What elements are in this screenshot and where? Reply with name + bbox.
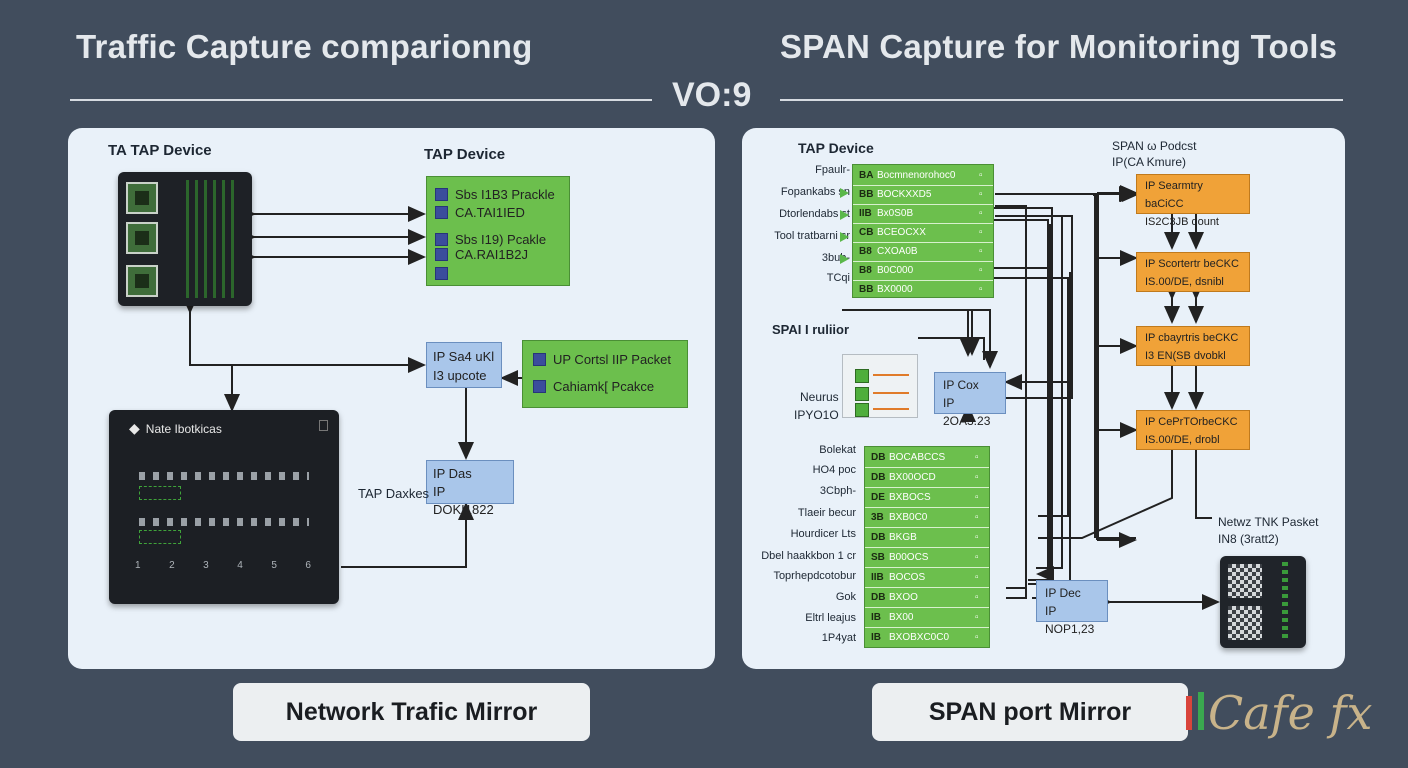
tap-port-2 (126, 222, 158, 254)
packet-line-1: Sbs I1B3 Prackle (435, 187, 555, 202)
arrow-icon (840, 254, 849, 264)
arrow-icon (840, 232, 849, 242)
signal-line (873, 408, 909, 410)
port-block-icon (1228, 564, 1262, 598)
version-tag: VO:9 (672, 76, 752, 114)
packet-box-mid: UP Cortsl IIP Packet Cahiamk[ Pcakce (522, 340, 688, 408)
status-led-icon (319, 420, 328, 431)
cafefx-logo: Cafe fx (1208, 686, 1373, 740)
switch-port-row-2 (139, 518, 309, 526)
packet-marker (435, 188, 448, 201)
span-mirror-device (842, 354, 918, 418)
packet-marker (533, 353, 546, 366)
port-icon (855, 403, 869, 417)
packet-mid-line-2: Cahiamk[ Pcakce (533, 379, 654, 394)
network-tap-switch (1220, 556, 1306, 648)
span-mirror-label: SPAI I ruliior (772, 322, 850, 337)
right-tap-device-label: TAP Device (798, 140, 874, 156)
led-strip (1282, 562, 1288, 642)
ip-update-box: IP Sa4 uKl I3 upcote (426, 342, 502, 388)
packet-mid-line-1: UP Cortsl IIP Packet (533, 352, 671, 367)
header-rule-right (780, 99, 1343, 101)
packet-marker (435, 233, 448, 246)
network-traffic-mirror-button[interactable]: Network Trafic Mirror (233, 683, 590, 741)
brand-logo-icon: ◆ (129, 420, 140, 436)
bottom-left-labels: Bolekat HO4 poc 3Cbph- Tlaeir becur Hour… (761, 444, 856, 644)
logo-bar-red (1186, 696, 1192, 730)
switch-uplink-1 (139, 486, 181, 500)
packet-box-top: Sbs I1B3 Prackle CA.TAI1IED Sbs I19) Pca… (426, 176, 570, 286)
tap-daxkes-label: TAP Daxkes (358, 486, 430, 501)
tap-port-1 (126, 182, 158, 214)
packet-line-3: Sbs I19) Pcakle (435, 232, 546, 247)
tap-device-label: TAP Device (424, 146, 506, 163)
ip-cox-box: IP Cox IP 2OA3.23 (934, 372, 1006, 428)
signal-line (873, 374, 909, 376)
tap-device-hardware (118, 172, 252, 306)
packet-marker (435, 248, 448, 261)
packet-marker (533, 380, 546, 393)
header-rule-left (70, 99, 652, 101)
switch-uplink-2 (139, 530, 181, 544)
left-title: Traffic Capture comparionng (76, 28, 533, 65)
packet-line-2: CA.TAI1IED (435, 205, 525, 220)
port-icon (855, 369, 869, 383)
span-header: SPAN ω Podcst IP(CA Kmure) (1112, 139, 1197, 169)
switch-caption: Netwz TNK Pasket IN8 (3ratt2) (1218, 515, 1319, 546)
left-panel: TA TAP Device TAP Device Sbs I1B3 Prackl… (68, 128, 715, 669)
signal-line (873, 392, 909, 394)
switch-brand: ◆ Nate Ibotkicas (129, 420, 222, 436)
neurus-label: Neurus IPYO1O (794, 390, 839, 422)
switch-port-row-1 (139, 472, 309, 480)
right-panel: TAP Device SPAN ω Podcst IP(CA Kmure) Fp… (742, 128, 1345, 669)
ip-dec-box: IP Dec IP NOP1,23 (1036, 580, 1108, 636)
tap-port-3 (126, 265, 158, 297)
packet-line-5 (435, 267, 455, 280)
tap-led-array (180, 180, 240, 298)
packet-line-4: CA.RAI1B2J (435, 247, 528, 262)
span-port-mirror-button[interactable]: SPAN port Mirror (872, 683, 1188, 741)
packet-marker (435, 267, 448, 280)
arrow-icon (840, 188, 849, 198)
arrow-icon (840, 210, 849, 220)
port-icon (855, 387, 869, 401)
right-title: SPAN Capture for Monitoring Tools (780, 28, 1338, 65)
logo-bar-green (1198, 692, 1204, 730)
packet-marker (435, 206, 448, 219)
ip-das-box: IP Das IP DOKI1822 (426, 460, 514, 517)
port-block-icon (1228, 606, 1262, 640)
ta-tap-device-label: TA TAP Device (108, 142, 212, 159)
left-connectors (182, 206, 522, 568)
